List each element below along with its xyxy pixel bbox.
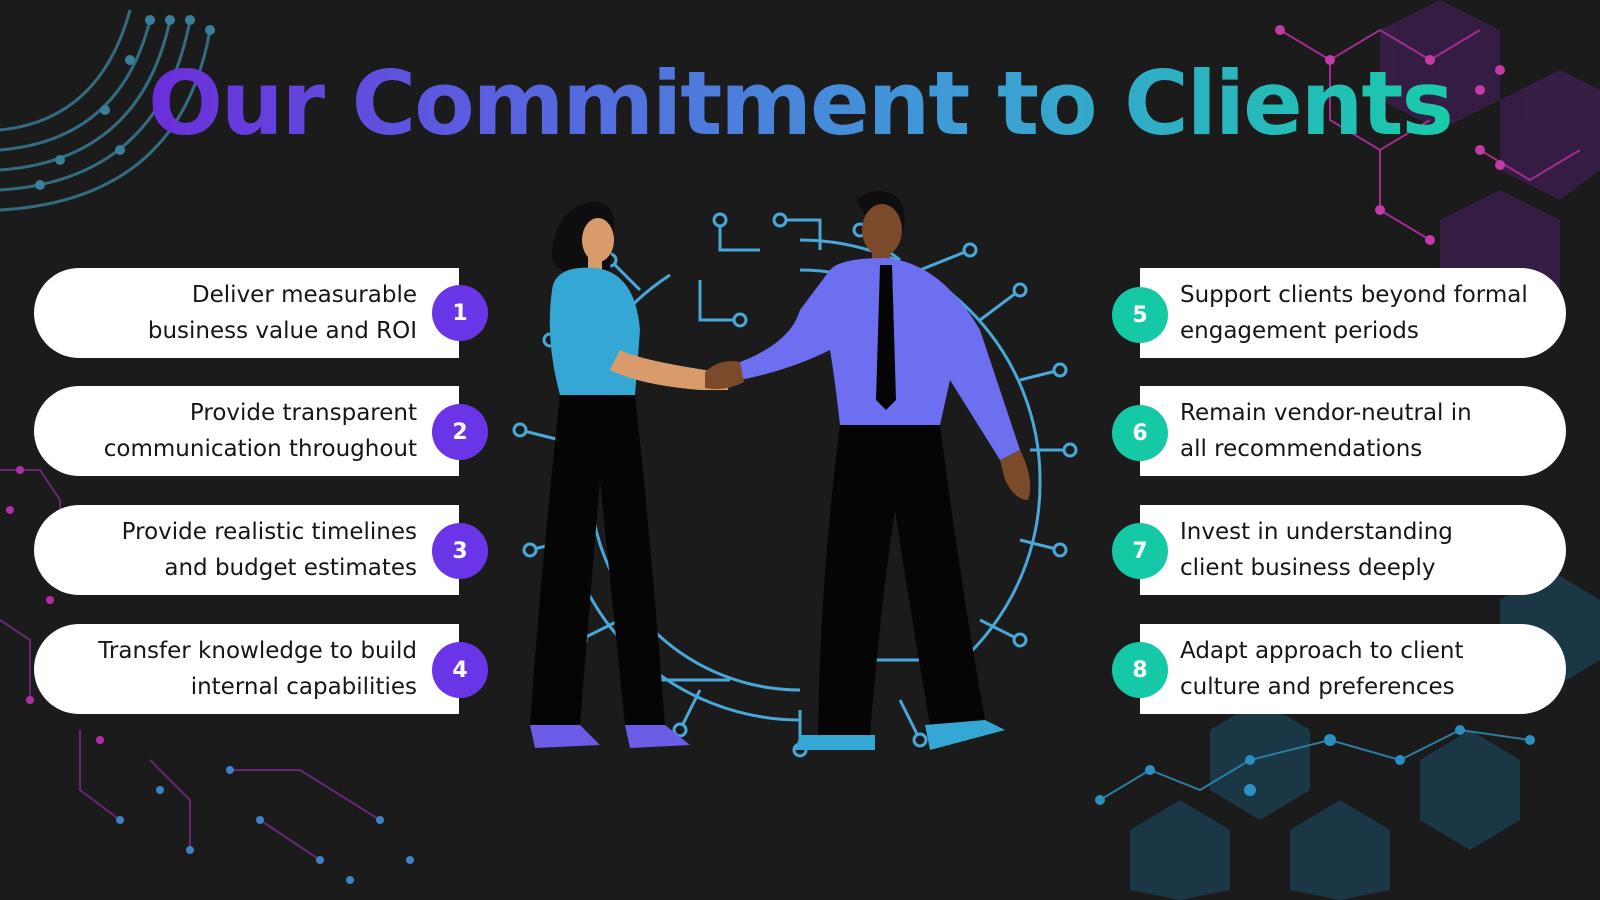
handshake-illustration <box>512 191 1078 758</box>
commitment-item-line: Support clients beyond formal <box>1180 282 1528 308</box>
number-badge-6: 6 <box>1112 405 1168 461</box>
man-figure-icon <box>705 191 1031 750</box>
commitment-item-line: client business deeply <box>1180 555 1436 581</box>
commitment-item-2: Provide transparent communication through… <box>34 386 459 476</box>
number-badge-2: 2 <box>432 404 488 460</box>
number-badge-5: 5 <box>1112 287 1168 343</box>
commitment-item-line: Deliver measurable <box>191 282 417 308</box>
commitment-item-line: all recommendations <box>1180 436 1423 462</box>
number-badge-7: 7 <box>1112 523 1168 579</box>
commitment-item-5: Support clients beyond formal engagement … <box>1140 268 1566 358</box>
commitment-item-line: business value and ROI <box>147 318 417 344</box>
commitment-item-line: culture and preferences <box>1180 674 1455 700</box>
number-badge-1: 1 <box>432 285 488 341</box>
woman-figure-icon <box>530 201 730 748</box>
number-badge-8: 8 <box>1112 642 1168 698</box>
commitment-item-line: and budget estimates <box>164 555 417 581</box>
commitment-item-line: Invest in understanding <box>1180 519 1453 545</box>
commitment-item-1: Deliver measurable business value and ROI <box>34 268 459 358</box>
commitment-item-line: internal capabilities <box>190 674 417 700</box>
commitment-item-4: Transfer knowledge to build internal capa… <box>34 624 459 714</box>
commitment-item-line: communication throughout <box>103 436 417 462</box>
commitment-item-line: Transfer knowledge to build <box>98 638 417 664</box>
commitment-item-7: Invest in understanding client business d… <box>1140 505 1566 595</box>
commitment-item-6: Remain vendor-neutral in all recommendati… <box>1140 386 1566 476</box>
number-badge-4: 4 <box>432 642 488 698</box>
page-title: Our Commitment to Clients <box>0 55 1600 153</box>
commitment-item-line: Remain vendor-neutral in <box>1180 400 1472 426</box>
number-badge-3: 3 <box>432 523 488 579</box>
commitment-item-line: Provide transparent <box>189 400 417 426</box>
commitment-item-line: Adapt approach to client <box>1180 638 1464 664</box>
commitment-item-line: engagement periods <box>1180 318 1419 344</box>
commitment-item-3: Provide realistic timelines and budget es… <box>34 505 459 595</box>
commitment-item-line: Provide realistic timelines <box>121 519 417 545</box>
commitment-item-8: Adapt approach to client culture and pref… <box>1140 624 1566 714</box>
